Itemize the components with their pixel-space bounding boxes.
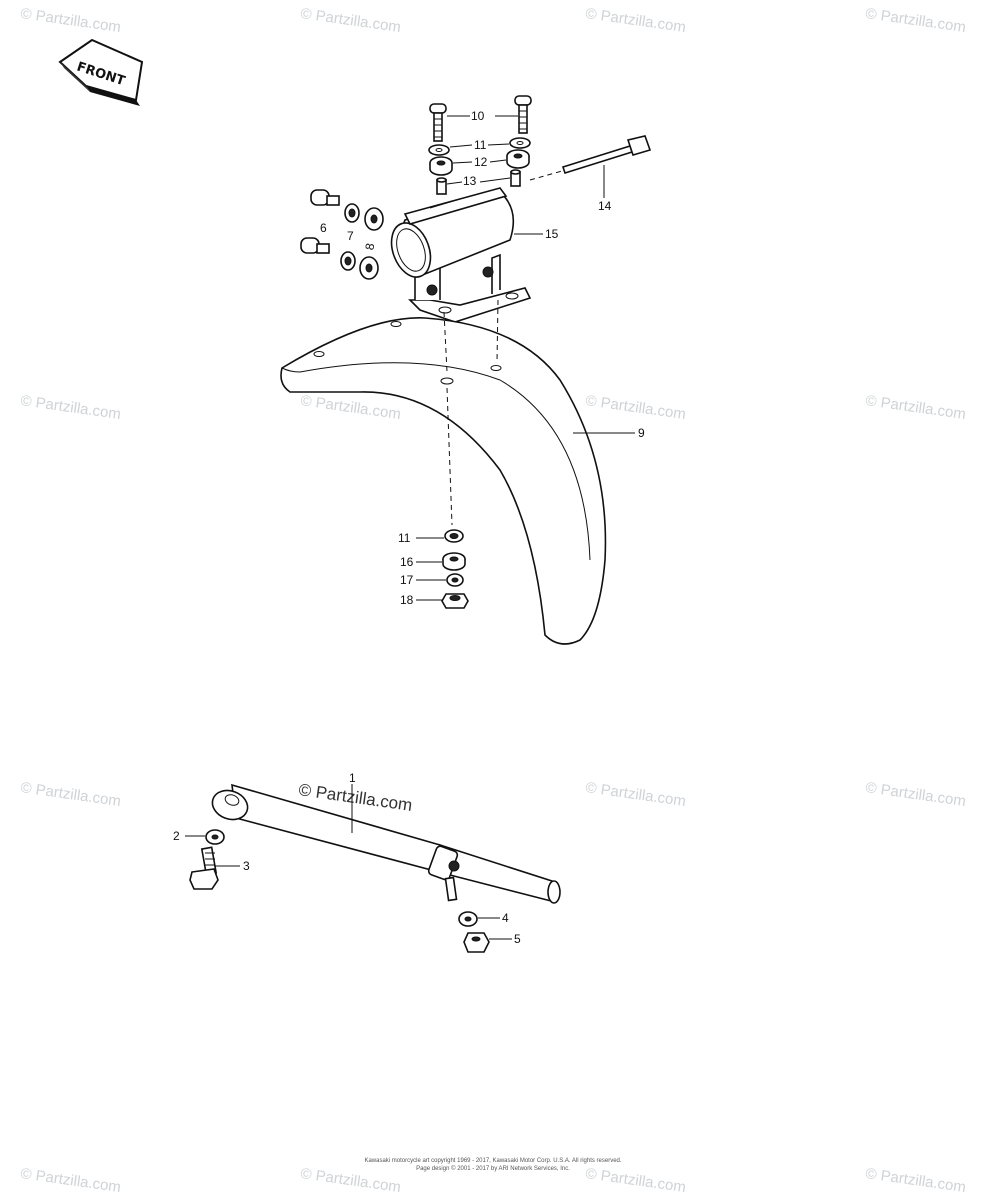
damper-rod-1	[211, 783, 561, 904]
callout-6: 6	[320, 221, 327, 235]
callout-2: 2	[173, 829, 180, 843]
callout-7: 7	[347, 229, 354, 243]
nut-18	[441, 593, 469, 609]
watermark: © Partzilla.com	[19, 779, 121, 810]
callout-5: 5	[514, 932, 521, 946]
callout-16: 16	[400, 555, 414, 569]
collar-13-right	[510, 169, 521, 187]
watermark: © Partzilla.com	[584, 392, 686, 423]
washer-8-lower	[359, 256, 379, 280]
washer-8-upper	[364, 207, 384, 231]
watermark: © Partzilla.com	[299, 392, 401, 423]
callout-8: 8	[362, 242, 377, 251]
callout-1: 1	[349, 771, 356, 785]
front-arrow: FRONT	[58, 38, 144, 106]
bracket-15	[390, 187, 532, 323]
callout-3: 3	[243, 859, 250, 873]
callout-4: 4	[502, 911, 509, 925]
long-bolt-14	[529, 135, 652, 181]
watermark: © Partzilla.com	[584, 5, 686, 36]
washer-2	[205, 829, 225, 845]
washer-11-left	[428, 144, 450, 156]
footer-page-design: Page design © 2001 - 2017 by ARI Network…	[416, 1165, 570, 1172]
callout-9: 9	[638, 426, 645, 440]
lock-washer-7-lower	[340, 251, 356, 271]
callout-15: 15	[545, 227, 559, 241]
watermark: © Partzilla.com	[864, 392, 966, 423]
nut-5	[463, 932, 490, 953]
collar-13-left	[436, 177, 447, 195]
watermark-grid: © Partzilla.com © Partzilla.com © Partzi…	[19, 5, 966, 1196]
watermark: © Partzilla.com	[19, 5, 121, 36]
watermark: © Partzilla.com	[864, 1165, 966, 1196]
washer-11-lower	[444, 529, 464, 543]
damper-12-right	[506, 149, 530, 169]
watermark: © Partzilla.com	[864, 779, 966, 810]
callout-18: 18	[400, 593, 414, 607]
bolt-3	[189, 846, 219, 890]
callout-14: 14	[598, 199, 612, 213]
callout-11-lower: 11	[398, 531, 411, 545]
footer-copyright: Kawasaki motorcycle art copyright 1969 -…	[364, 1158, 621, 1164]
callout-10: 10	[471, 109, 485, 123]
bolt-10-right	[514, 95, 532, 134]
watermark: © Partzilla.com	[584, 1165, 686, 1196]
watermark: © Partzilla.com	[299, 5, 401, 36]
watermark: © Partzilla.com	[299, 1165, 401, 1196]
lock-washer-7-upper	[344, 203, 360, 223]
watermark: © Partzilla.com	[584, 779, 686, 810]
bolt-6-lower	[300, 237, 330, 254]
callout-11-upper: 11	[474, 138, 487, 152]
damper-16	[442, 552, 466, 571]
bolt-6-upper	[310, 189, 340, 206]
watermark: © Partzilla.com	[19, 1165, 121, 1196]
front-fender-9	[280, 317, 607, 645]
callout-12: 12	[474, 155, 488, 169]
washer-4	[458, 911, 478, 927]
watermark: © Partzilla.com	[864, 5, 966, 36]
watermark: © Partzilla.com	[19, 392, 121, 423]
washer-11-right	[509, 137, 531, 149]
callout-17: 17	[400, 573, 414, 587]
damper-12-left	[429, 156, 453, 176]
callout-13: 13	[463, 174, 477, 188]
bolt-10-left	[429, 103, 447, 142]
lock-washer-17	[446, 573, 464, 587]
